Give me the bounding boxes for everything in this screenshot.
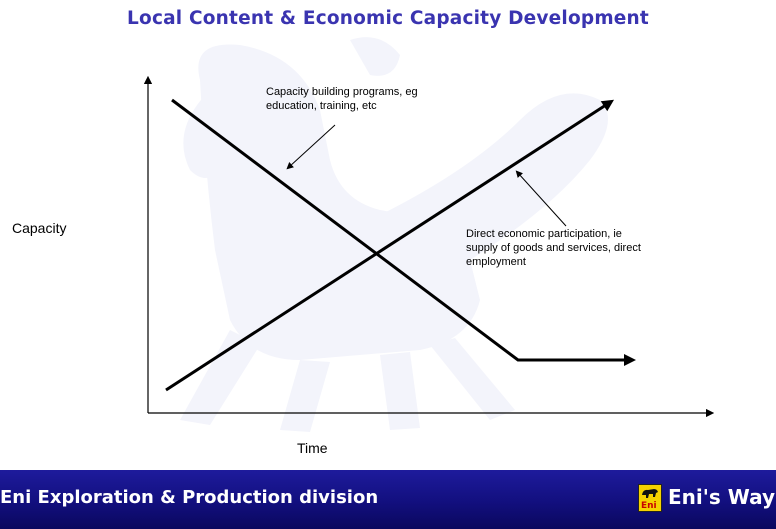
direct-participation-annotation-line: employment — [466, 256, 526, 268]
capacity-building-line — [171, 98, 636, 366]
eni-six-legged-dog-watermark-icon — [180, 37, 608, 432]
capacity-building-annotation-line: Capacity building programs, eg — [266, 86, 418, 98]
y-axis-label: Capacity — [12, 220, 67, 236]
direct-participation-annotation-line: supply of goods and services, direct — [466, 242, 641, 254]
capacity-time-diagram — [143, 75, 715, 418]
direct-participation-annotation: Direct economic participation, ie supply… — [466, 227, 671, 269]
capacity-building-annotation-line: education, training, etc — [266, 100, 377, 112]
page-title: Local Content & Economic Capacity Develo… — [127, 8, 649, 29]
logo-text: Eni — [641, 501, 657, 511]
direct-participation-annotation-line: Direct economic participation, ie — [466, 228, 622, 240]
brand-label: Eni's Way — [668, 485, 776, 509]
division-label: Eni Exploration & Production division — [0, 487, 379, 508]
capacity-building-annotation: Capacity building programs, eg education… — [266, 85, 486, 113]
eni-logo-icon: Eni — [638, 484, 662, 512]
x-axis-label: Time — [297, 440, 328, 456]
footer-bar: Eni Exploration & Production division En… — [0, 470, 776, 529]
capacity-building-pointer-arrow — [286, 124, 336, 170]
direct-participation-line — [165, 99, 615, 392]
direct-participation-pointer-arrow — [515, 170, 567, 227]
